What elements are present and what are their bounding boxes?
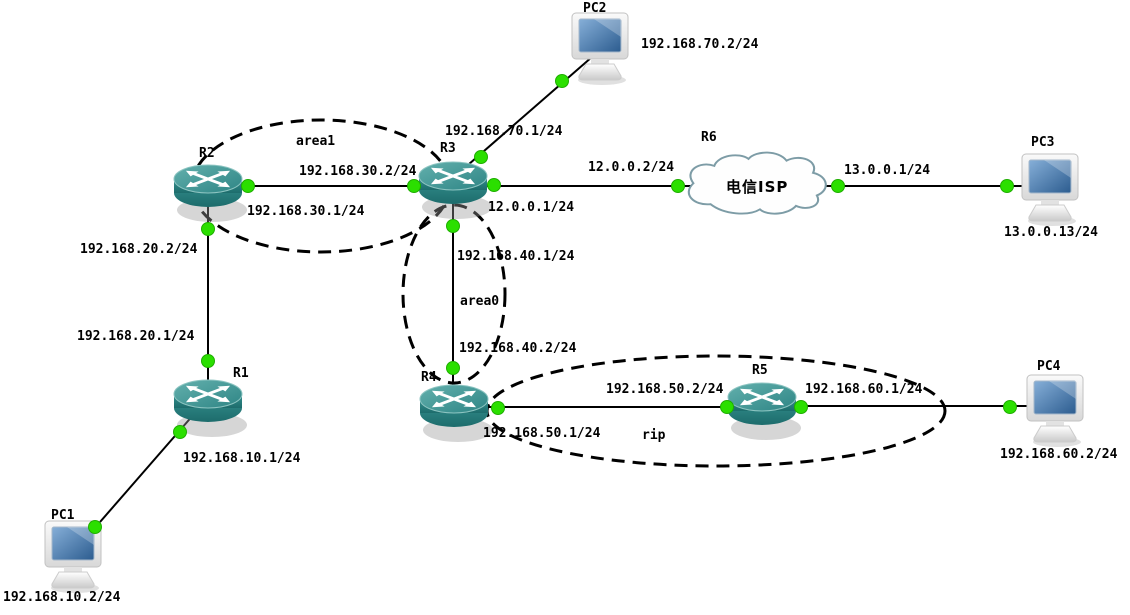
node-label-pc4: PC4 bbox=[1037, 359, 1061, 374]
ip-label-r3-pc2: 192.168.70.1/24 bbox=[445, 124, 563, 139]
ip-label-r2r1-top: 192.168.20.2/24 bbox=[80, 242, 198, 257]
connector-dot bbox=[831, 179, 845, 193]
ip-label-r4r5-top: 192.168.50.2/24 bbox=[606, 382, 724, 397]
connector-dot bbox=[173, 425, 187, 439]
connector-dot bbox=[491, 401, 505, 415]
cloud-isp-text: 电信ISP bbox=[726, 178, 789, 196]
ip-label-r2r3-bottom: 192.168.30.1/24 bbox=[247, 204, 365, 219]
zone-label-area1: area1 bbox=[296, 134, 336, 149]
node-label-r6: R6 bbox=[701, 130, 717, 145]
pc-pc3-icon[interactable] bbox=[1021, 153, 1079, 227]
connector-dot bbox=[487, 178, 501, 192]
connector-dot bbox=[1000, 179, 1014, 193]
ip-label-r3-isp: 12.0.0.1/24 bbox=[488, 200, 575, 215]
zone-label-rip: rip bbox=[642, 428, 666, 443]
ip-label-pc1: 192.168.10.2/24 bbox=[3, 590, 121, 605]
connector-dot bbox=[720, 400, 734, 414]
links-layer bbox=[72, 49, 1055, 554]
connector-dot bbox=[671, 179, 685, 193]
ip-label-r5-pc4: 192.168.60.1/24 bbox=[805, 382, 923, 397]
node-label-pc1: PC1 bbox=[51, 508, 75, 523]
router-r5-icon[interactable] bbox=[727, 382, 802, 441]
zone-label-area0: area0 bbox=[460, 294, 500, 309]
router-r3-icon[interactable] bbox=[418, 161, 493, 220]
connector-dot bbox=[1003, 400, 1017, 414]
ip-label-pc3: 13.0.0.13/24 bbox=[1004, 225, 1098, 240]
ip-label-r2r1-bottom: 192.168.20.1/24 bbox=[77, 329, 195, 344]
ip-label-r1-pc1: 192.168.10.1/24 bbox=[183, 451, 301, 466]
ip-label-pc4: 192.168.60.2/24 bbox=[1000, 447, 1118, 462]
zone-ellipse-area0[interactable] bbox=[401, 203, 507, 385]
node-label-r3: R3 bbox=[440, 141, 456, 156]
ip-label-isp-right: 13.0.0.1/24 bbox=[844, 163, 931, 178]
node-label-r1: R1 bbox=[233, 366, 249, 381]
ip-label-r2r3-top: 192.168.30.2/24 bbox=[299, 164, 417, 179]
cloud-isp-icon[interactable] bbox=[687, 151, 827, 215]
connector-dot bbox=[201, 354, 215, 368]
ip-label-pc2: 192.168.70.2/24 bbox=[641, 37, 759, 52]
connector-dot bbox=[201, 222, 215, 236]
connector-dot bbox=[407, 179, 421, 193]
connector-dot bbox=[88, 520, 102, 534]
node-label-r5: R5 bbox=[752, 363, 768, 378]
pc-pc2-icon[interactable] bbox=[571, 12, 629, 86]
pc-pc4-icon[interactable] bbox=[1026, 374, 1084, 448]
connector-dot bbox=[555, 74, 569, 88]
connector-dot bbox=[446, 361, 460, 375]
router-r2-icon[interactable] bbox=[173, 164, 248, 223]
node-label-r2: R2 bbox=[199, 146, 215, 161]
connector-dot bbox=[241, 179, 255, 193]
node-label-pc3: PC3 bbox=[1031, 135, 1055, 150]
connector-dot bbox=[474, 150, 488, 164]
connector-dot bbox=[794, 400, 808, 414]
node-label-pc2: PC2 bbox=[583, 1, 607, 16]
ip-label-r4r5-bottom: 192.168.50.1/24 bbox=[483, 426, 601, 441]
zone-ellipse-rip[interactable] bbox=[485, 354, 947, 468]
node-label-r4: R4 bbox=[421, 370, 437, 385]
connector-dot bbox=[446, 219, 460, 233]
ip-label-isp-left: 12.0.0.2/24 bbox=[588, 160, 675, 175]
ip-label-r3r4-top: 192.168.40.1/24 bbox=[457, 249, 575, 264]
ip-label-r3r4-bottom: 192.168.40.2/24 bbox=[459, 341, 577, 356]
